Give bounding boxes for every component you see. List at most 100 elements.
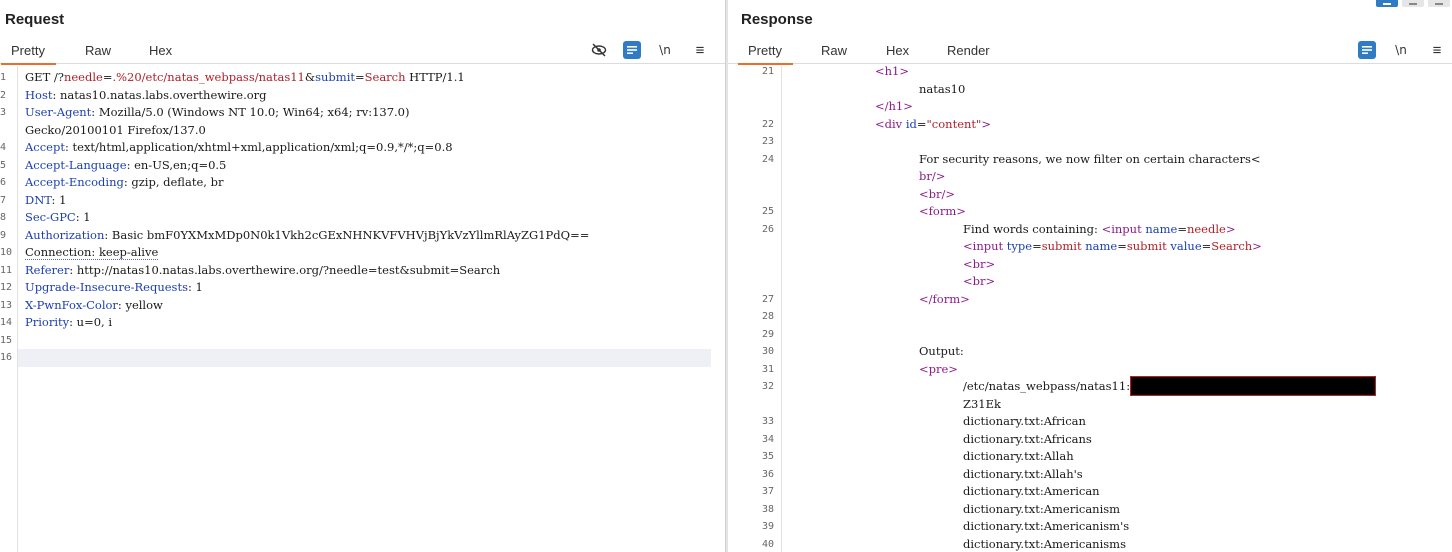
code-token: GET /? [25, 70, 64, 84]
code-token: : Mozilla/5.0 (Windows NT 10.0; Win64; x… [91, 105, 410, 119]
code-token: Accept [25, 140, 65, 154]
response-line[interactable]: Z31Ek [728, 396, 1452, 414]
pane-divider[interactable] [725, 0, 728, 552]
code-token: : yellow [117, 297, 163, 312]
code-token: Search [364, 70, 406, 84]
code-token: <br/> [919, 186, 956, 201]
response-line[interactable]: 33 dictionary.txt:African [728, 413, 1452, 431]
response-tab-hex[interactable]: Hex [886, 43, 910, 58]
layout-split-icon[interactable] [1376, 0, 1398, 7]
layout-vertical-icon[interactable] [1428, 0, 1450, 7]
line-number: 6 [0, 177, 7, 188]
response-line[interactable]: 27</form> [728, 291, 1452, 309]
code-token: Priority [25, 315, 70, 329]
line-content: <pre> [919, 361, 958, 379]
response-line[interactable]: 23 [728, 133, 1452, 151]
line-number: 21 [761, 66, 774, 77]
request-line[interactable]: 3 User-Agent: Mozilla/5.0 (Windows NT 10.… [0, 104, 725, 122]
line-number: 10 [0, 247, 13, 258]
response-line[interactable]: 29 [728, 326, 1452, 344]
code-token: For security reasons, we now filter on c… [919, 151, 1261, 166]
code-token: > [981, 116, 991, 131]
response-line[interactable]: <br/> [728, 186, 1452, 204]
hide-eye-icon[interactable] [588, 40, 610, 60]
request-line[interactable]: 16 [0, 349, 725, 367]
response-line[interactable]: 21 <h1> [728, 63, 1452, 81]
line-content: dictionary.txt:African [963, 413, 1086, 431]
line-number: 33 [761, 416, 774, 427]
newline-toggle[interactable]: \n [659, 43, 671, 57]
line-number: 26 [761, 223, 774, 235]
response-tab-render[interactable]: Render [947, 43, 990, 58]
response-tab-pretty[interactable]: Pretty [738, 43, 793, 65]
code-token: Connection: keep-alive [25, 245, 159, 260]
menu-icon[interactable]: ≡ [695, 41, 705, 59]
response-line[interactable]: <br> [728, 273, 1452, 291]
line-number: 13 [0, 299, 13, 311]
line-number: 36 [761, 468, 774, 480]
response-newline-toggle[interactable]: \n [1395, 43, 1407, 57]
response-line[interactable]: <input type=submit name=submit value=Sea… [728, 238, 1452, 256]
response-line[interactable]: 28 [728, 308, 1452, 326]
line-number: 31 [761, 363, 774, 375]
code-token: <h1> [875, 64, 909, 78]
code-token: br/> [919, 169, 946, 183]
line-content: Referer: http://natas10.natas.labs.overt… [25, 262, 500, 280]
response-tab-raw[interactable]: Raw [821, 43, 848, 58]
response-line[interactable]: natas10 [728, 81, 1452, 99]
code-token: : natas10.natas.labs.overthewire.org [52, 87, 267, 102]
response-wrap-lines-icon[interactable] [1358, 41, 1376, 59]
layout-horizontal-icon[interactable] [1402, 0, 1424, 7]
code-token: Referer [25, 262, 70, 277]
code-token: Authorization [25, 227, 105, 242]
request-line[interactable]: 10 Connection: keep-alive [0, 244, 725, 262]
response-line[interactable]: br/> [728, 168, 1452, 186]
line-content: <br> [963, 256, 995, 274]
request-tab-pretty[interactable]: Pretty [1, 43, 56, 65]
response-menu-icon[interactable]: ≡ [1432, 41, 1442, 59]
wrap-lines-icon[interactable] [623, 41, 641, 59]
response-line[interactable]: 31 <pre> [728, 361, 1452, 379]
response-line[interactable]: <br> [728, 256, 1452, 274]
line-number: 8 [0, 212, 7, 223]
response-line[interactable]: 32/etc/natas_webpass/natas11: [728, 376, 1452, 396]
response-line[interactable]: 22<div id="content"> [728, 116, 1452, 134]
request-line[interactable]: 15 [0, 332, 725, 350]
request-tab-raw[interactable]: Raw [85, 43, 112, 58]
code-token: dictionary.txt:Americanism [963, 501, 1121, 516]
response-line[interactable]: </h1> [728, 98, 1452, 116]
line-content: <br/> [919, 186, 955, 204]
line-content: dictionary.txt:Allah's [963, 466, 1083, 484]
code-token: User-Agent [25, 105, 92, 119]
response-editor[interactable]: 21 <h1> natas10</h1>22<div id="content">23… [728, 63, 1452, 552]
response-line[interactable]: 36 dictionary.txt:Allah's [728, 466, 1452, 484]
layout-icons [1376, 0, 1450, 7]
line-number: 3 [0, 107, 7, 118]
line-content: Gecko/20100101 Firefox/137.0 [25, 122, 206, 140]
request-line[interactable]: Gecko/20100101 Firefox/137.0 [0, 122, 725, 140]
request-tab-hex[interactable]: Hex [149, 43, 173, 58]
response-line[interactable]: 25<form> [728, 203, 1452, 221]
